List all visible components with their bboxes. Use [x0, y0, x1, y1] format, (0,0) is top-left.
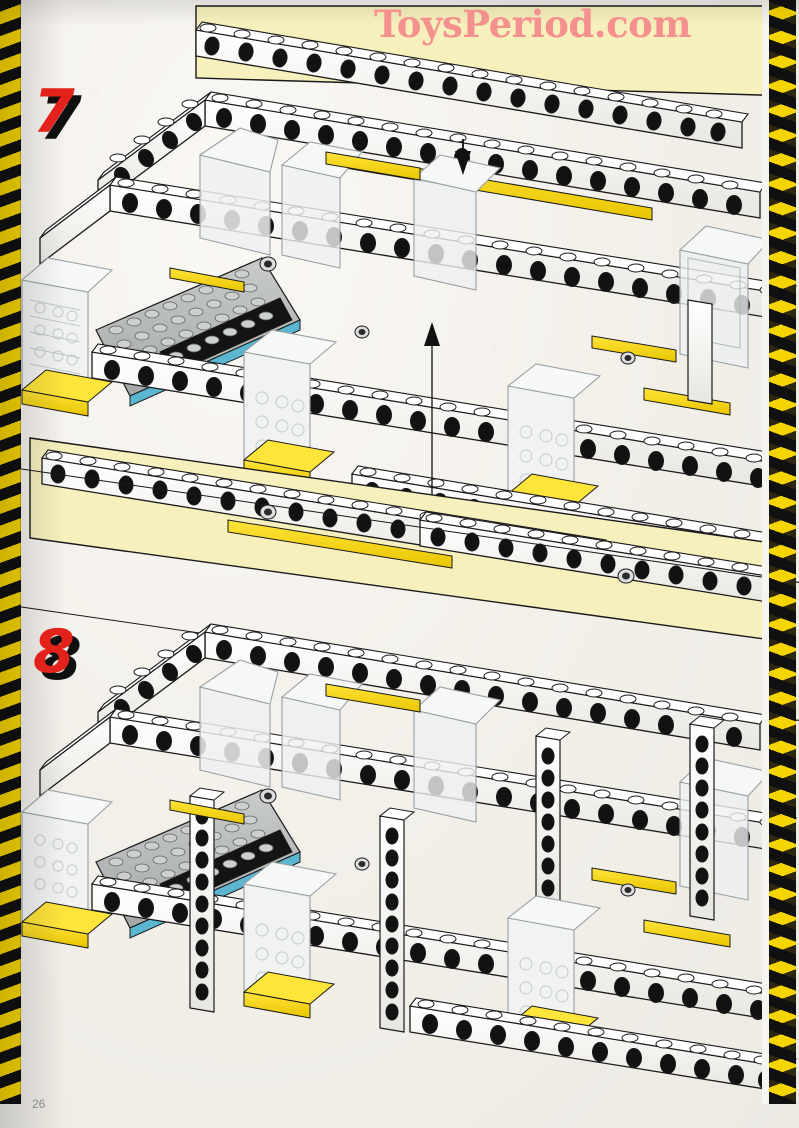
step-7-model [20, 91, 797, 571]
hazard-border-right-chevron [769, 0, 796, 1104]
technic-pin-icon [259, 256, 636, 365]
page-number: 26 [32, 1097, 46, 1111]
assembly-arrow-down [455, 139, 471, 175]
parts-callout-bottom [29, 437, 787, 643]
hazard-border-left [0, 0, 21, 1104]
watermark-text: ToysPeriod.com [374, 2, 692, 46]
technic-beam-vertical [188, 715, 726, 1033]
parts-callout-top [195, 5, 793, 221]
page-right-margin [762, 0, 770, 1104]
step-8-model [20, 623, 797, 1094]
step-8-illustration [0, 620, 799, 1100]
step-number-8: 8 [33, 617, 75, 687]
technic-pin-icon [259, 788, 636, 897]
step-number-7: 7 [33, 77, 75, 147]
step-7-illustration [20, 5, 797, 643]
